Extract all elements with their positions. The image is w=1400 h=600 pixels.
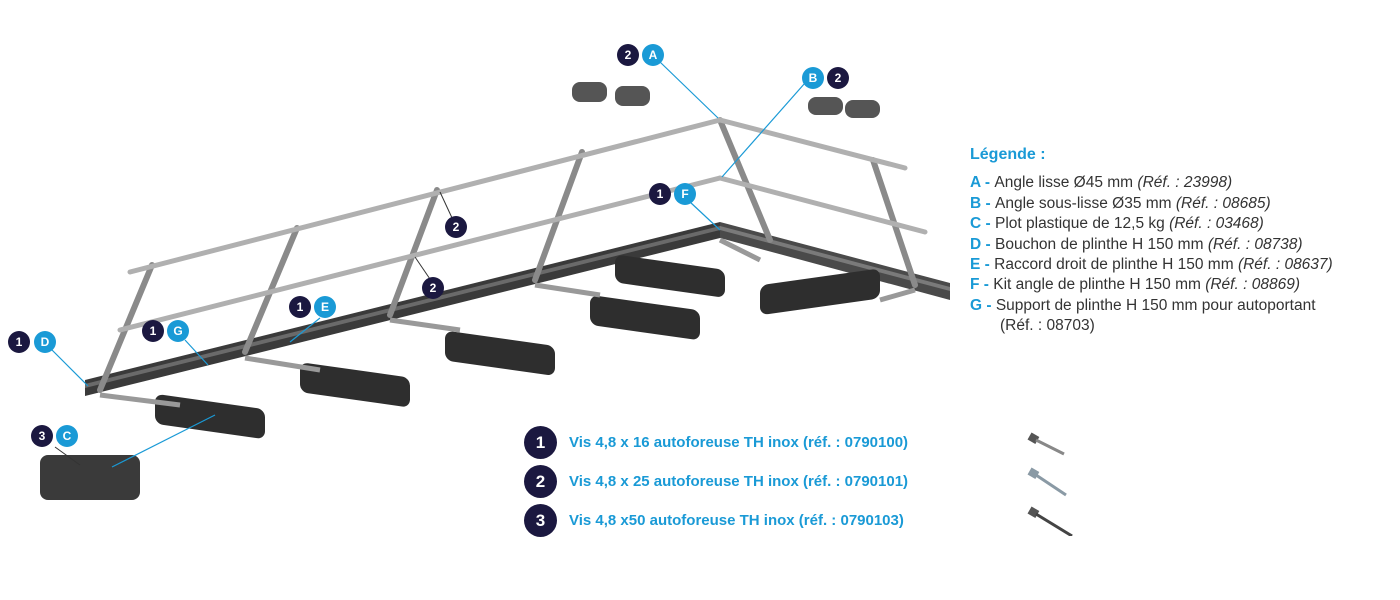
callout-letter-badge: G bbox=[167, 320, 189, 342]
legend-ref: (Réf. : 08738) bbox=[1207, 235, 1303, 253]
legend-sep: - bbox=[981, 235, 995, 253]
callout-letter-badge: F bbox=[674, 183, 696, 205]
legend-item-continuation: (Réf. : 08703) bbox=[970, 316, 1333, 336]
legend-ref: (Réf. : 08869) bbox=[1205, 276, 1300, 294]
legend-letter: G bbox=[970, 296, 983, 314]
legend-item: A - Angle lisse Ø45 mm (Réf. : 23998) bbox=[970, 173, 1333, 193]
screw-medium-icon bbox=[1027, 467, 1067, 496]
legend-ref: (Réf. : 23998) bbox=[1137, 174, 1233, 192]
legend-sep: - bbox=[982, 296, 996, 314]
legend-sep: - bbox=[981, 215, 995, 233]
screw-short-icon bbox=[1027, 432, 1065, 455]
screw-item: 3 Vis 4,8 x50 autoforeuse TH inox (réf. … bbox=[524, 501, 1074, 540]
screw-item: 1 Vis 4,8 x 16 autoforeuse TH inox (réf.… bbox=[524, 423, 1074, 462]
legend-item: B - Angle sous-lisse Ø35 mm (Réf. : 0868… bbox=[970, 194, 1333, 214]
support-arms bbox=[99, 237, 916, 408]
screw-long-icon bbox=[1027, 506, 1073, 536]
legend-text: Bouchon de plinthe H 150 mm bbox=[994, 235, 1208, 253]
callout-letter-badge: A bbox=[642, 44, 664, 66]
legend-item: D - Bouchon de plinthe H 150 mm (Réf. : … bbox=[970, 235, 1333, 255]
legend-letter: C bbox=[970, 215, 982, 233]
legend-text: Kit angle de plinthe H 150 mm bbox=[993, 276, 1206, 294]
callout-number-badge: 2 bbox=[445, 216, 467, 238]
legend-text: Angle sous-lisse Ø35 mm bbox=[994, 194, 1176, 212]
legend-letter: E bbox=[970, 256, 981, 274]
screw-item: 2 Vis 4,8 x 25 autoforeuse TH inox (réf.… bbox=[524, 462, 1074, 501]
callout-letter-badge: C bbox=[56, 425, 78, 447]
legend-sep: - bbox=[981, 194, 995, 212]
screw-label: Vis 4,8 x50 autoforeuse TH inox (réf. : … bbox=[569, 512, 904, 529]
legend-text: Support de plinthe H 150 mm pour autopor… bbox=[995, 296, 1316, 314]
callout-number-badge: 1 bbox=[649, 183, 671, 205]
legend-item: E - Raccord droit de plinthe H 150 mm (R… bbox=[970, 255, 1333, 275]
callout-number-badge: 2 bbox=[827, 67, 849, 89]
legend-letter: B bbox=[970, 194, 982, 212]
legend-letter: D bbox=[970, 235, 982, 253]
legend-ref: (Réf. : 08703) bbox=[1000, 317, 1095, 335]
callout-number-badge: 1 bbox=[142, 320, 164, 342]
rails bbox=[117, 117, 928, 333]
legend-text: Angle lisse Ø45 mm bbox=[994, 174, 1138, 192]
screw-label: Vis 4,8 x 25 autoforeuse TH inox (réf. :… bbox=[569, 473, 909, 490]
screw-number-badge: 2 bbox=[524, 465, 557, 498]
legend-sep: - bbox=[980, 174, 995, 192]
callout-number-badge: 2 bbox=[422, 277, 444, 299]
legend-letter: A bbox=[970, 174, 981, 192]
screw-label: Vis 4,8 x 16 autoforeuse TH inox (réf. :… bbox=[569, 434, 909, 451]
legend: Légende : A - Angle lisse Ø45 mm (Réf. :… bbox=[970, 145, 1333, 337]
leader-lines bbox=[51, 61, 806, 468]
screw-number-badge: 3 bbox=[524, 504, 557, 537]
callout-number-badge: 2 bbox=[617, 44, 639, 66]
legend-item: C - Plot plastique de 12,5 kg (Réf. : 03… bbox=[970, 214, 1333, 234]
legend-letter: F bbox=[970, 276, 980, 294]
callout-number-badge: 1 bbox=[289, 296, 311, 318]
legend-text: Plot plastique de 12,5 kg bbox=[994, 215, 1170, 233]
callout-letter-badge: D bbox=[34, 331, 56, 353]
legend-ref: (Réf. : 08637) bbox=[1237, 256, 1333, 274]
legend-item: F - Kit angle de plinthe H 150 mm (Réf. … bbox=[970, 275, 1333, 295]
angle-fittings bbox=[572, 82, 880, 118]
screw-list: 1 Vis 4,8 x 16 autoforeuse TH inox (réf.… bbox=[524, 423, 1074, 540]
legend-sep: - bbox=[979, 276, 994, 294]
callout-letter-badge: E bbox=[314, 296, 336, 318]
legend-title: Légende : bbox=[970, 146, 1046, 163]
callout-letter-badge: B bbox=[802, 67, 824, 89]
plastic-blocks bbox=[40, 255, 880, 500]
legend-sep: - bbox=[980, 256, 995, 274]
legend-ref: (Réf. : 03468) bbox=[1169, 215, 1264, 233]
legend-ref: (Réf. : 08685) bbox=[1175, 194, 1271, 212]
legend-text: Raccord droit de plinthe H 150 mm bbox=[994, 256, 1238, 274]
callout-number-badge: 3 bbox=[31, 425, 53, 447]
callout-number-badge: 1 bbox=[8, 331, 30, 353]
legend-item: G - Support de plinthe H 150 mm pour aut… bbox=[970, 296, 1333, 316]
screw-number-badge: 1 bbox=[524, 426, 557, 459]
